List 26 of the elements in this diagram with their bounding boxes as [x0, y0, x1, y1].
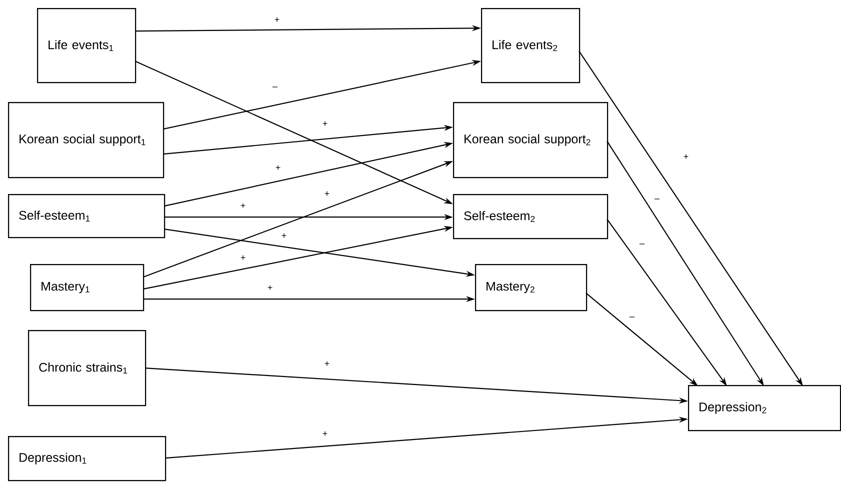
edge-label: –	[272, 86, 278, 90]
variable-box: Self-esteem$_{2}$	[453, 194, 608, 240]
variable-box: Depression$_{2}$	[688, 384, 841, 432]
variable-box: Mastery$_{2}$	[475, 264, 588, 312]
edge-label: +	[239, 254, 247, 262]
variable-box: Mastery$_{1}$	[30, 264, 144, 312]
edge-label: +	[274, 164, 282, 172]
edge-label: +	[323, 360, 331, 368]
edge-label: –	[628, 316, 636, 320]
edge-label: +	[239, 202, 247, 210]
variable-box: Life events$_{2}$	[481, 8, 580, 84]
edge-label: +	[321, 430, 329, 438]
variable-box: Korean social support$_{1}$	[8, 102, 164, 178]
variable-box: Korean social support$_{2}$	[453, 102, 608, 178]
edge-label: +	[682, 153, 690, 161]
edge-label: +	[323, 190, 331, 198]
edge-label: +	[280, 232, 288, 240]
edge-label: +	[321, 120, 329, 128]
edge-label: +	[266, 284, 274, 292]
edge-label: +	[273, 16, 281, 24]
edge-label: –	[638, 242, 646, 248]
edge-label: –	[654, 198, 660, 202]
variable-box: Self-esteem$_{1}$	[8, 194, 166, 238]
variable-box: Life events$_{1}$	[37, 8, 136, 84]
variable-box: Chronic strains$_{1}$	[28, 330, 146, 406]
variable-box: Depression$_{1}$	[8, 436, 166, 482]
